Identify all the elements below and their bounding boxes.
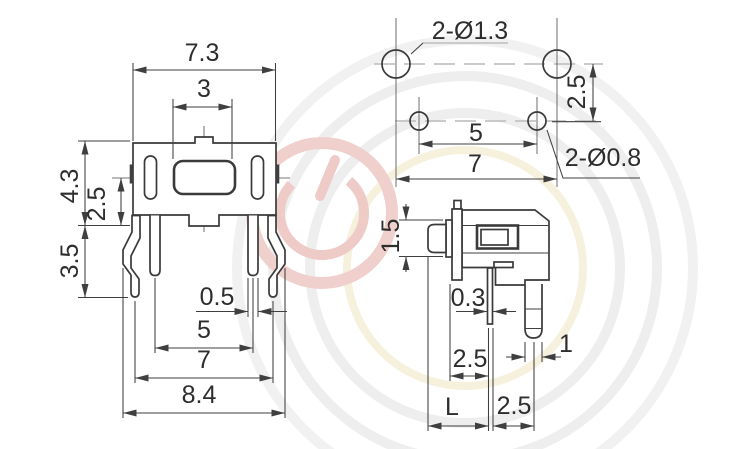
dim-side-pin-diameter: 1 bbox=[506, 330, 573, 362]
pcb-layout-view: 2-Ø1.3 2.5 5 7 2-Ø0.8 bbox=[374, 17, 641, 187]
side-thin-leg bbox=[486, 267, 494, 325]
front-left-bump bbox=[129, 164, 134, 184]
callout-small-holes: 2-Ø0.8 bbox=[546, 129, 641, 179]
dim-front-center-to-bottom: 2.5 bbox=[83, 178, 125, 226]
watermark-arc bbox=[343, 146, 587, 390]
dim-side-front-to-leg: 2.5 bbox=[449, 284, 490, 431]
dim-front-leg-length: 3.5 bbox=[56, 225, 128, 299]
dim-label-leg-pitch: 7 bbox=[197, 346, 211, 374]
dim-label-pin-width: 0.5 bbox=[200, 283, 235, 311]
watermark-power-tick bbox=[315, 155, 340, 201]
dim-side-button-height: 1.5 bbox=[377, 204, 443, 272]
dim-label-leg-to-pin: 2.5 bbox=[497, 392, 532, 420]
dim-label-length-L: L bbox=[445, 393, 459, 421]
front-button bbox=[172, 159, 237, 196]
dim-pcb-small-hole-pitch: 5 bbox=[419, 119, 537, 148]
dim-label-pin-pitch: 5 bbox=[197, 316, 211, 344]
front-right-bent-leg bbox=[267, 214, 286, 298]
dim-label-body-width: 7.3 bbox=[185, 39, 220, 67]
dim-label-front-to-leg: 2.5 bbox=[453, 345, 488, 373]
front-left-pin bbox=[149, 215, 161, 277]
dim-label-small-hole-pitch: 5 bbox=[469, 119, 483, 147]
pcb-hole-big-left bbox=[381, 49, 411, 79]
dim-front-leg-pitch: 7 bbox=[134, 301, 274, 383]
front-view: 7.3 3 4.3 2.5 3.5 0.5 bbox=[56, 39, 290, 418]
dim-pcb-big-hole-pitch: 7 bbox=[396, 150, 557, 183]
dim-front-body-height: 4.3 bbox=[56, 140, 130, 227]
dim-label-center-to-bottom: 2.5 bbox=[83, 187, 111, 222]
dim-label-pin-diameter: 1 bbox=[559, 330, 573, 358]
front-left-slot bbox=[143, 155, 158, 200]
dim-side-length-L: L bbox=[427, 257, 489, 431]
dim-label-row-pitch: 2.5 bbox=[563, 75, 591, 110]
dim-label-button-width: 3 bbox=[197, 75, 211, 103]
dim-label-leg-thickness: 0.3 bbox=[451, 284, 486, 312]
dim-label-body-height: 4.3 bbox=[56, 169, 84, 204]
pcb-hole-small-left bbox=[409, 111, 429, 131]
dim-side-leg-to-pin: 2.5 bbox=[492, 328, 535, 431]
dim-front-button-width: 3 bbox=[172, 75, 233, 159]
dim-front-pin-pitch: 5 bbox=[154, 278, 254, 353]
dim-front-body-width: 7.3 bbox=[132, 39, 277, 141]
pcb-hole-small-right bbox=[527, 111, 547, 131]
callout-label-big-holes: 2-Ø1.3 bbox=[432, 17, 508, 45]
dim-front-pin-width: 0.5 bbox=[196, 278, 287, 317]
front-right-bump bbox=[275, 164, 280, 184]
watermark-arc bbox=[232, 35, 698, 449]
front-right-pin bbox=[247, 215, 259, 277]
dim-side-leg-thickness: 0.3 bbox=[451, 284, 516, 315]
pcb-hole-big-right bbox=[542, 49, 572, 79]
dim-pcb-row-pitch: 2.5 bbox=[552, 64, 601, 123]
side-round-pin bbox=[524, 284, 543, 339]
side-base-tab bbox=[493, 261, 514, 269]
dim-label-overall-width: 8.4 bbox=[182, 381, 217, 409]
dim-front-overall-width: 8.4 bbox=[122, 268, 286, 418]
side-view: 1.5 0.3 2.5 L 2.5 1 bbox=[377, 199, 573, 431]
side-mounting-plate bbox=[451, 208, 463, 281]
front-right-slot bbox=[250, 155, 265, 200]
callout-big-holes: 2-Ø1.3 bbox=[410, 17, 508, 55]
side-button-flange bbox=[445, 219, 453, 258]
dim-label-big-hole-pitch: 7 bbox=[468, 150, 482, 178]
front-left-bent-leg bbox=[122, 214, 141, 298]
dim-label-leg-length: 3.5 bbox=[56, 244, 84, 279]
side-plate-tab bbox=[453, 199, 462, 210]
side-window-inner bbox=[480, 228, 509, 246]
dim-label-button-height: 1.5 bbox=[377, 219, 405, 254]
callout-label-small-holes: 2-Ø0.8 bbox=[565, 144, 641, 172]
side-button-tip bbox=[427, 223, 447, 254]
